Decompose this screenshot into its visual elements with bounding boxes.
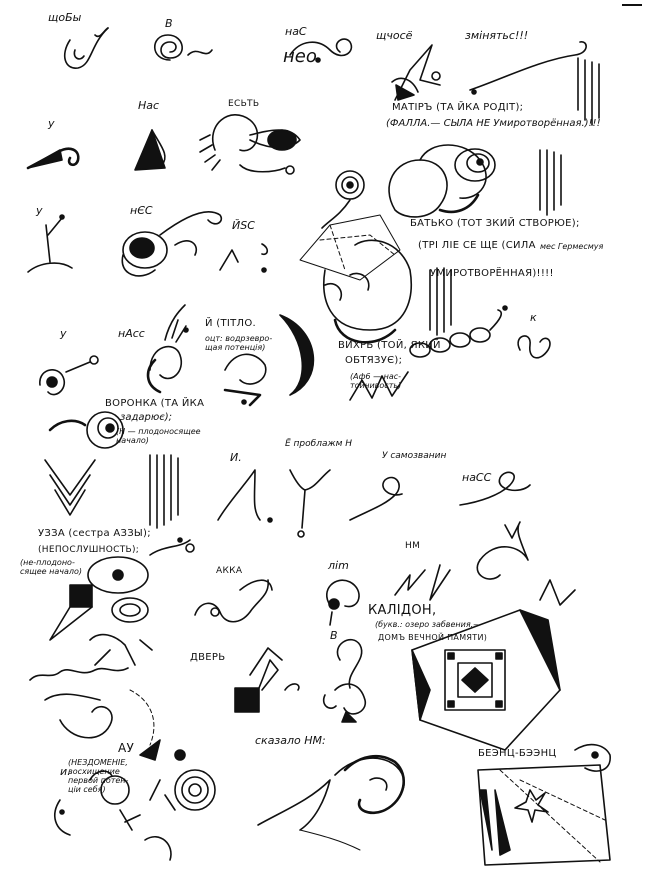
glyph-central-matir xyxy=(299,144,562,344)
glyph-batko-lines xyxy=(429,267,452,336)
glyph-shchos-sail xyxy=(391,44,441,101)
label-nas1: наС xyxy=(285,25,307,38)
glyph-hm-zigzag xyxy=(394,521,529,601)
label-shchos: щчосё xyxy=(376,29,413,42)
label-neplodo: (не-плодоно- сящее начало) xyxy=(20,558,83,576)
glyph-i-low-curve xyxy=(54,799,71,836)
label-i-mid: И. xyxy=(230,451,242,464)
label-neo: нео xyxy=(283,46,317,67)
glyph-u-wedge xyxy=(26,147,80,170)
label-vikhr: ВИХРЬ (ТОЙ, ЯКИЙ xyxy=(338,340,441,351)
glyph-v-flame xyxy=(322,638,367,723)
label-dom: ДОМЪ ВЕЧНОЙ ПАМЯТИ) xyxy=(378,633,488,642)
label-mes: мес Гермесмуя xyxy=(540,242,604,251)
label-yis: ЙSС xyxy=(232,219,255,232)
glyph-nas-triangle xyxy=(134,129,166,171)
label-ay: АУ xyxy=(118,741,135,755)
label-beenz: БЕЭНЦ-БЭЭНЦ xyxy=(478,748,557,759)
label-voronka: ВОРОНКА (ТА ЙКА xyxy=(105,398,205,409)
label-umirotvor: УМИРОТВОРЁННАЯ)!!!! xyxy=(430,268,554,279)
label-nezd: (НЕЗДОМЕНІЕ, восхищение первой потен- ці… xyxy=(68,758,129,794)
glyph-uzza-square xyxy=(29,537,195,681)
label-afa: (Аф6 — нас- тойчивость) xyxy=(350,372,402,390)
label-kalidon: КАЛІДОН, xyxy=(368,603,437,618)
label-v1: В xyxy=(165,17,173,30)
corner-dash xyxy=(622,4,642,6)
label-titlo-sub: оцт: водрзевро- щая потенція) xyxy=(205,334,273,352)
glyph-vikhr-chain xyxy=(349,305,508,401)
glyph-skazalo xyxy=(257,754,405,851)
label-nass1: нАсс xyxy=(118,327,145,340)
label-dver: ДВЕРЬ xyxy=(190,652,226,663)
glyph-u-samozv xyxy=(349,476,403,521)
label-akka: АККА xyxy=(216,566,243,576)
label-u-samozvanin: У самозванин xyxy=(382,451,447,461)
label-neposlushnost: (НЕПОСЛУШНОСТЬ); xyxy=(38,545,140,555)
label-falla: (ФАЛЛА.— СЫЛА НЕ Умиротворённая.)!!! xyxy=(386,118,601,129)
label-uzza: УЗЗА (сестра АЗЗЫ); xyxy=(38,528,151,539)
label-yo-problyazhm: Ё проблажм Н xyxy=(285,439,352,449)
label-plodo: (Н — плодоносящее начало) xyxy=(116,427,201,445)
label-v2: В xyxy=(330,629,338,642)
glyph-beenz-frame xyxy=(477,743,611,866)
glyph-yo-trident xyxy=(289,469,331,538)
glyph-zminyaty-stroke xyxy=(469,41,600,126)
glyph-titlo-moon xyxy=(223,314,315,407)
glyph-dver-door xyxy=(234,647,300,713)
label-matir: МАТІРЪ (ТА ЙКА РОДІТ); xyxy=(392,102,524,113)
label-nas2: Нас xyxy=(138,99,160,112)
label-shchoby: щоБы xyxy=(48,11,82,24)
label-k: к xyxy=(530,311,537,324)
label-nes: нЄС xyxy=(130,204,153,217)
glyph-yest-flower xyxy=(199,114,301,175)
glyph-k-swirl xyxy=(517,335,551,359)
label-u2: у xyxy=(36,204,43,217)
label-lim: ліm xyxy=(328,559,349,572)
glyph-spiral-v xyxy=(153,34,213,61)
label-batko: БАТЬКО (ТОТ ЗКИЙ СТВОРЮЕ); xyxy=(410,218,580,229)
glyph-nass-sprout xyxy=(146,304,189,394)
glyph-nes-shell xyxy=(121,210,223,277)
label-obtyazuye: ОБТЯЗУЄ); xyxy=(345,355,403,366)
glyph-i-stroke xyxy=(217,469,273,523)
label-ozero: (букв.: озеро забвения.— xyxy=(375,620,482,629)
glyph-lim xyxy=(326,579,360,626)
glyph-akka xyxy=(194,579,273,623)
label-tri: (ТРІ ЛІЕ СЕ ЩЕ (СИЛА xyxy=(418,240,536,251)
glyph-u-fork xyxy=(27,214,73,273)
label-skazalo: сказало НМ: xyxy=(255,734,326,747)
glyph-nass-loop xyxy=(459,471,531,506)
label-hm: НМ xyxy=(405,541,421,551)
glyph-yis-mark xyxy=(219,243,269,273)
label-u1: у xyxy=(48,117,55,130)
label-i-titlo: Й (ТІТЛО. xyxy=(205,318,256,329)
glyph-voronka-funnel xyxy=(44,411,179,529)
label-yest: ЕСЬТЬ xyxy=(228,99,260,109)
label-u3: у xyxy=(60,327,67,340)
glyph-neo-curl xyxy=(289,38,353,63)
glyph-u-eye xyxy=(39,355,99,396)
glyph-shchoby xyxy=(63,27,109,69)
glyph-kalidon-box xyxy=(411,579,576,751)
label-zadaruye: задарює); xyxy=(120,412,173,423)
label-i-low: и. xyxy=(60,765,71,778)
label-zminyaty: змінятьс!!! xyxy=(465,29,529,42)
label-nass2: наСС xyxy=(462,471,492,484)
glyph-ay-flower xyxy=(44,689,216,861)
